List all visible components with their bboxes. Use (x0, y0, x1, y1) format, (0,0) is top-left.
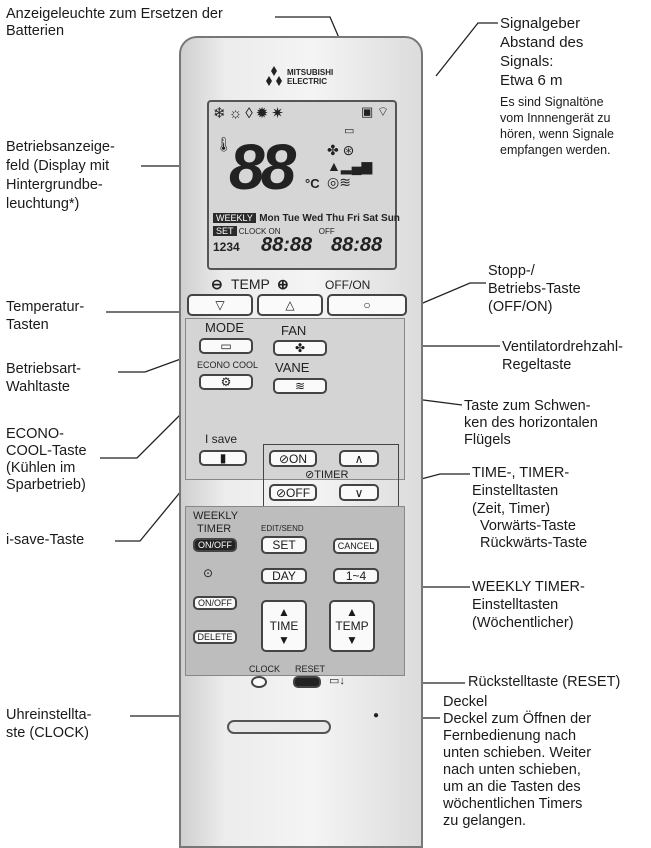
on-small-label: ON (268, 227, 281, 236)
lcd-display: ❄☼◊✹✷ ▣ ⌔ ▭ 🌡 88 °C ✤ ⊛ ▲▂▄▆ ◎≋ WEEKLY M… (207, 100, 400, 270)
label-time-timer-buttons: TIME-, TIMER- Einstelltasten (Zeit, Time… (472, 465, 570, 517)
thermometer-icon: 🌡 (215, 136, 233, 152)
mode-label: MODE (205, 320, 244, 335)
plus-icon: ⊕ (277, 276, 289, 292)
econo-cool-label: ECONO COOL (197, 360, 259, 370)
onoff-program-button[interactable]: ON/OFF (193, 596, 237, 610)
leader-signal (435, 22, 498, 77)
remote-control: MITSUBISHI ELECTRIC ❄☼◊✹✷ ▣ ⌔ ▭ 🌡 88 °C … (165, 18, 435, 848)
vane-button[interactable]: ≋ (273, 378, 327, 394)
timer-off-button[interactable]: ⊘OFF (269, 484, 317, 501)
mode-button[interactable]: ▭ (199, 338, 253, 354)
clock-small-label: CLOCK (238, 227, 267, 236)
label-signal-note: Es sind Signaltöne vom Innnengerät zu hö… (500, 95, 614, 157)
day-button[interactable]: DAY (261, 568, 307, 584)
weekday-list: Mon Tue Wed Thu Fri Sat Sun (259, 213, 400, 224)
fan-vane-icons: ✤ ⊛ ▲▂▄▆ ◎≋ (327, 142, 373, 190)
set-badge: SET (213, 226, 237, 236)
label-time-forward-back: Vorwärts-Taste Rückwärts-Taste (480, 518, 588, 551)
label-vane-button: Taste zum Schwen- ken des horizontalen F… (464, 398, 598, 448)
isave-button[interactable]: ▮ (199, 450, 247, 466)
cancel-button[interactable]: CANCEL (333, 538, 379, 554)
edit-send-label: EDIT/SEND (261, 524, 304, 533)
brand-name: MITSUBISHI ELECTRIC (287, 68, 334, 86)
label-isave-button: i-save-Taste (6, 532, 85, 548)
lcd-unit: °C (305, 176, 320, 191)
set-button[interactable]: SET (261, 536, 307, 554)
clock-label: CLOCK (249, 664, 281, 674)
label-fan-button: Ventilatordrehzahl- Regeltaste (502, 339, 623, 373)
reset-label: RESET (295, 664, 326, 674)
weekly-label: WEEKLY (193, 510, 239, 522)
temp-down-button[interactable]: ▽ (187, 294, 253, 316)
econo-cool-button[interactable]: ⚙ (199, 374, 253, 390)
vane-label: VANE (275, 360, 310, 375)
label-econo-cool-button: ECONO- COOL-Taste (Kühlen im Sparbetrieb… (6, 426, 87, 493)
time-button-label: TIME (269, 619, 299, 633)
time-button[interactable]: ▲TIME▼ (261, 600, 307, 652)
temp-label: TEMP (231, 276, 270, 292)
temp-up-button[interactable]: △ (257, 294, 323, 316)
timer-label: ⊘TIMER (305, 469, 349, 481)
label-reset-button: Rückstelltaste (RESET) (468, 674, 621, 690)
label-display-panel: Betriebsanzeige- feld (Display mit Hinte… (6, 139, 115, 212)
mitsubishi-logo-icon (266, 66, 282, 86)
weekly-onoff-button[interactable]: ON/OFF (193, 538, 237, 552)
mode-icons: ❄☼◊✹✷ (213, 105, 287, 122)
battery-icon: ▭ (344, 125, 355, 137)
off-small-label: OFF (318, 227, 335, 236)
lcd-temperature: 88 (229, 131, 296, 203)
time-forward-button[interactable]: ∧ (339, 450, 379, 467)
fan-button[interactable]: ✤ (273, 340, 327, 356)
time-left: 88:88 (261, 234, 313, 256)
label-mode-button: Betriebsart- Wahltaste (6, 361, 81, 395)
program-numbers: 1234 (213, 240, 240, 254)
temp-weekly-button[interactable]: ▲TEMP▼ (329, 600, 375, 652)
clock-button[interactable] (251, 676, 267, 688)
battery-down-icon: ▭↓ (329, 675, 345, 687)
delete-button[interactable]: DELETE (193, 630, 237, 644)
fan-label: FAN (281, 323, 307, 338)
offon-label: OFF/ON (325, 278, 371, 292)
range-button[interactable]: 1~4 (333, 568, 379, 584)
label-clock-button: Uhreinstellta- ste (CLOCK) (6, 707, 92, 741)
signal-icon: ▣ ⌔ (361, 104, 390, 119)
timer-on-label: ON (289, 451, 308, 466)
weekly-badge: WEEKLY (213, 213, 256, 223)
time-right: 88:88 (331, 234, 383, 256)
temp-button-label: TEMP (335, 619, 369, 633)
clock-icon: ⊙ (203, 566, 214, 580)
label-weekly-timer-buttons: WEEKLY TIMER- Einstelltasten (Wöchentlic… (472, 579, 585, 631)
label-stop-button: Stopp-/ Betriebs-Taste (OFF/ON) (488, 263, 581, 315)
weekly-row: WEEKLY Mon Tue Wed Thu Fri Sat Sun (213, 210, 400, 224)
minus-icon: ⊖ (211, 276, 223, 292)
label-temp-buttons: Temperatur- Tasten (6, 299, 85, 333)
cover-dot-icon: ● (373, 710, 380, 721)
weekly-timer-label: TIMER (197, 523, 232, 535)
timer-on-button[interactable]: ⊘ON (269, 450, 317, 467)
cover-slide-grip[interactable] (227, 720, 331, 734)
reset-button[interactable] (293, 676, 321, 688)
time-back-button[interactable]: ∨ (339, 484, 379, 501)
off-on-button[interactable]: ○ (327, 294, 407, 316)
label-cover: Deckel Deckel zum Öffnen der Fernbedienu… (443, 694, 592, 829)
timer-off-label: OFF (286, 485, 311, 500)
isave-label: I save (205, 432, 238, 446)
label-battery-indicator: Anzeigeleuchte zum Ersetzen der Batterie… (6, 6, 223, 39)
label-signal-transmitter: Signalgeber Abstand des Signals: Etwa 6 … (500, 15, 584, 89)
set-row: SET CLOCK ON OFF (213, 226, 335, 236)
